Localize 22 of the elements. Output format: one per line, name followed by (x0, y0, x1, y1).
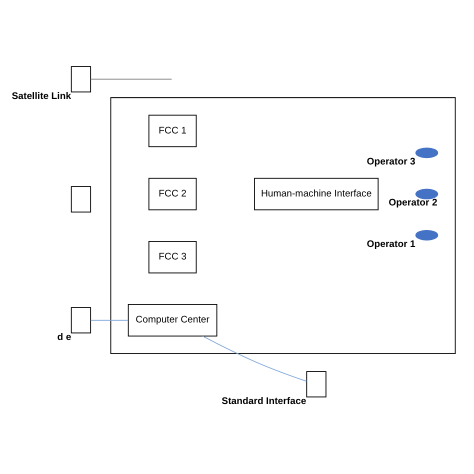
node-label: Standard Interface (222, 396, 306, 407)
node-box: Computer Center (128, 304, 218, 336)
node-label: Operator 2 (388, 198, 438, 209)
node-box (70, 186, 92, 212)
node-ellipse (415, 188, 438, 200)
connector (90, 320, 128, 321)
connector (202, 336, 308, 382)
node-ellipse (415, 148, 438, 158)
node-label: Operator 3 (366, 156, 416, 168)
node-label: Satellite Link (12, 90, 72, 102)
node-box (306, 371, 326, 398)
node-label: Operator 1 (366, 238, 416, 250)
node-box: FCC 2 (148, 178, 197, 210)
node-box: FCC 3 (148, 240, 197, 274)
connector (90, 78, 172, 80)
node-label: d e (57, 332, 72, 343)
node-box: Human-machine Interface (254, 178, 379, 210)
node-ellipse (415, 230, 438, 240)
cluster (110, 97, 456, 354)
node-box (70, 66, 92, 92)
node-box: FCC 1 (148, 114, 197, 148)
node-box (70, 307, 92, 334)
